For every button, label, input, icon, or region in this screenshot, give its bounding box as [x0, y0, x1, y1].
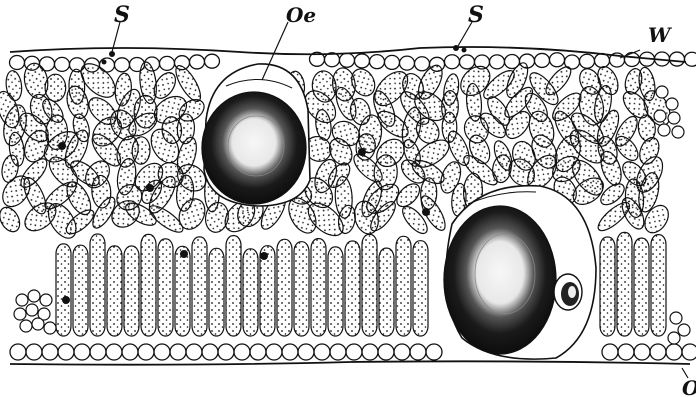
- palisade-cell: [345, 241, 360, 336]
- upper-epidermis-cell: [10, 55, 25, 69]
- lower-epidermis-cell: [74, 344, 90, 360]
- upper-epidermis-cell: [670, 52, 685, 66]
- lower-epidermis-cell: [218, 344, 234, 360]
- lower-epidermis-cell: [266, 344, 282, 360]
- palisade-cell: [277, 239, 292, 336]
- upper-epidermis-cell: [595, 54, 610, 68]
- palisade-cell: [226, 236, 241, 336]
- lower-epidermis-cell: [138, 344, 154, 360]
- label-upper-epidermis: W: [648, 23, 673, 47]
- cell-nucleus: [422, 208, 430, 216]
- upper-epidermis-cell: [55, 57, 70, 71]
- cell-nucleus: [146, 184, 154, 192]
- upper-epidermis-cell: [340, 53, 355, 67]
- palisade-cell: [328, 247, 343, 336]
- lower-epidermis-cell: [410, 344, 426, 360]
- oil-cell-lower: [444, 186, 596, 359]
- lower-epidermis-cell: [330, 344, 346, 360]
- palisade-cell: [600, 237, 615, 336]
- lower-epidermis-outer-line: [10, 361, 690, 364]
- palisade-cell: [634, 238, 649, 336]
- lower-epidermis-cell: [122, 344, 138, 360]
- palisade-cell: [413, 241, 428, 336]
- spongy-cell: [0, 204, 24, 235]
- palisade-cell: [260, 246, 275, 336]
- lower-epidermis-cell: [634, 344, 650, 360]
- palisade-cell: [158, 239, 173, 336]
- lower-epidermis-cell: [250, 344, 266, 360]
- palisade-cell: [379, 248, 394, 336]
- upper-epidermis-cell: [490, 55, 505, 69]
- upper-epidermis-cell: [400, 56, 415, 70]
- spongy-cell: [45, 74, 66, 101]
- lower-epidermis-cell: [154, 344, 170, 360]
- lower-epidermis-cell: [42, 344, 58, 360]
- lower-epidermis-cell: [378, 344, 394, 360]
- lower-epidermis-cell: [362, 344, 378, 360]
- lower-epidermis-cell: [314, 344, 330, 360]
- palisade-cell: [362, 234, 377, 336]
- palisade-cell: [124, 246, 139, 336]
- label-stoma-left: S: [114, 2, 130, 28]
- lower-epidermis-cell: [682, 344, 696, 360]
- palisade-cell: [311, 239, 326, 336]
- upper-epidermis-cell: [190, 55, 205, 69]
- upper-epidermis-cell: [535, 53, 550, 67]
- lower-epidermis-cell: [186, 344, 202, 360]
- spongy-cell: [132, 136, 151, 164]
- upper-epidermis-cell: [580, 54, 595, 68]
- oil-cell-upper: [202, 64, 310, 206]
- palisade-cell: [56, 244, 71, 336]
- upper-epidermis-cell: [445, 55, 460, 69]
- lower-epidermis-cell: [90, 344, 106, 360]
- lower-epidermis: [10, 344, 696, 360]
- upper-epidermis-cell: [115, 58, 130, 72]
- palisade-cell: [175, 246, 190, 336]
- palisade-cell: [651, 235, 666, 336]
- palisade-cell: [243, 249, 258, 336]
- lower-epidermis-cell: [26, 344, 42, 360]
- cell-nucleus: [358, 148, 366, 156]
- palisade-cell: [294, 242, 309, 336]
- lower-epidermis-cell: [202, 344, 218, 360]
- upper-epidermis-cell: [550, 53, 565, 67]
- lower-epidermis-cell: [618, 344, 634, 360]
- lower-epidermis-cell: [58, 344, 74, 360]
- lower-epidermis-cell: [666, 344, 682, 360]
- lower-epidermis-cell: [234, 344, 250, 360]
- label-stoma-right: S: [468, 2, 484, 28]
- upper-epidermis-cell: [625, 52, 640, 66]
- lower-epidermis-cell: [426, 344, 442, 360]
- palisade-cell: [107, 246, 122, 336]
- cell-nucleus: [58, 142, 66, 150]
- upper-epidermis-cell: [355, 54, 370, 68]
- upper-epidermis-cell: [385, 55, 400, 69]
- lower-epidermis-cell: [346, 344, 362, 360]
- lower-epidermis-cell: [10, 344, 26, 360]
- palisade-cell: [396, 236, 411, 336]
- label-oil-cell: Oe: [286, 3, 316, 27]
- upper-epidermis-cell: [205, 54, 220, 68]
- palisade-cell: [617, 232, 632, 336]
- palisade-cell: [90, 234, 105, 336]
- palisade-cell: [73, 245, 88, 336]
- upper-epidermis-cell: [685, 52, 696, 66]
- lower-epidermis-cell: [298, 344, 314, 360]
- palisade-cell: [192, 237, 207, 336]
- lower-epidermis-cell: [170, 344, 186, 360]
- upper-epidermis-cell: [460, 55, 475, 69]
- palisade-cell: [209, 248, 224, 336]
- upper-epidermis-cell: [370, 55, 385, 69]
- lower-epidermis-cell: [602, 344, 618, 360]
- lower-epidermis-cell: [106, 344, 122, 360]
- lower-epidermis-cell: [394, 344, 410, 360]
- vein-bundle-left: [14, 290, 56, 334]
- upper-epidermis-cell: [415, 57, 430, 71]
- upper-epidermis-cell: [160, 56, 175, 70]
- palisade-cell: [141, 234, 156, 336]
- lower-epidermis-cell: [282, 344, 298, 360]
- lower-epidermis-cell: [650, 344, 666, 360]
- label-lower-edge: O: [682, 376, 696, 397]
